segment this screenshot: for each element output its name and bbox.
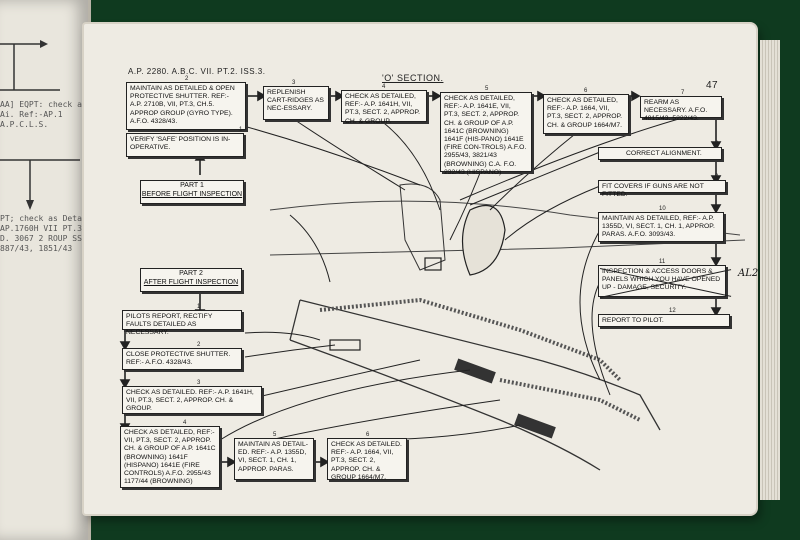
step-text: Maintain as detailed, Ref:- A.P. 1355D, … [602, 215, 715, 239]
part-1-label: PART 1 BEFORE FLIGHT INSPECTION [140, 180, 244, 204]
before-flight-step-6: 6 Check as detailed, Ref:- A.P. 1664, VI… [543, 88, 629, 134]
step-text: Correct alignment. [626, 150, 702, 157]
step-number: 3 [197, 380, 201, 386]
section-title: 'O' SECTION. [382, 73, 444, 83]
step-text: Close protective shutter. Ref:- A.F.O. 4… [126, 351, 231, 367]
before-flight-step-1: 1 Verify 'safe' position is in-operative… [126, 127, 244, 157]
step-text: Report to pilot. [602, 317, 664, 324]
after-flight-step-1: 1 Pilots report, rectify faults detailed… [122, 304, 242, 336]
step-number: 6 [366, 432, 370, 438]
step-text: Fit covers if guns are not fitted. [602, 183, 704, 199]
part-title: BEFORE FLIGHT INSPECTION [141, 191, 243, 198]
step-number: 1 [197, 304, 201, 310]
handwritten-annotation: AL2 [738, 268, 759, 279]
step-text: Check as detailed, Ref:- A.P. 1641H, VII… [345, 93, 421, 125]
step-text: Check as detailed, Ref:- A.P. 1664, VII,… [547, 97, 623, 129]
left-page: AA] EQPT: check as Ai. Ref:-AP.1 A.P.C.L… [0, 0, 91, 540]
step-number: 10 [659, 206, 666, 212]
step-text: Verify 'safe' position is in-operative. [130, 136, 231, 152]
step-number: 9 [715, 174, 719, 180]
step-number: 5 [273, 432, 277, 438]
before-flight-step-7: 7 Rearm as necessary. A.F.O. 4815/43. 52… [640, 90, 722, 122]
step-number: 3 [292, 80, 296, 86]
step-text: Maintain as detailed & open protective s… [130, 85, 235, 125]
left-page-lines [0, 40, 80, 210]
step-text: Check as detailed, Ref:- A.P. 1641E, VII… [444, 95, 527, 176]
step-number: 11 [659, 259, 666, 265]
step-number: 4 [183, 420, 187, 426]
before-flight-step-4: 4 Check as detailed, Ref:- A.P. 1641H, V… [341, 84, 427, 125]
left-page-text-1: AA] EQPT: check as Ai. Ref:-AP.1 A.P.C.L… [0, 100, 87, 129]
before-flight-step-9: 9 Fit covers if guns are not fitted. [598, 174, 726, 198]
part-title: AFTER FLIGHT INSPECTION [143, 279, 239, 286]
step-number: 6 [584, 88, 588, 94]
step-text: Rearm as necessary. A.F.O. 4815/43. 5222… [644, 99, 708, 123]
step-number: 2 [185, 76, 189, 82]
before-flight-step-2: 2 Maintain as detailed & open protective… [126, 76, 246, 130]
page-number: 47 [706, 80, 719, 91]
step-text: Pilots report, rectify faults detailed a… [126, 313, 213, 337]
before-flight-step-3: 3 Replenish cart-ridges as nec-essary. [263, 80, 329, 120]
after-flight-step-5: 5 Maintain as detail-ed. Ref:- A.P. 1355… [234, 432, 314, 480]
step-text: Check as detailed. Ref:- A.P. 1641H, VII… [126, 389, 254, 413]
before-flight-step-10: 10 Maintain as detailed, Ref:- A.P. 1355… [598, 206, 724, 242]
step-number: 2 [197, 342, 201, 348]
step-text: Maintain as detail-ed. Ref:- A.P. 1355D,… [238, 441, 308, 473]
after-flight-step-6: 6 Check as detailed. Ref:- A.P. 1664, VI… [327, 432, 407, 481]
part-number: PART 1 [180, 182, 204, 189]
part-2-label: PART 2 AFTER FLIGHT INSPECTION [140, 268, 242, 292]
before-flight-step-5: 5 Check as detailed, Ref:- A.P. 1641E, V… [440, 86, 532, 176]
step-number: 8 [715, 141, 719, 147]
step-number: 4 [382, 84, 386, 90]
step-number: 5 [485, 86, 489, 92]
page-edges [760, 40, 780, 500]
step-text: Check as detailed. Ref:- A.P. 1664, VII,… [331, 441, 402, 481]
step-number: 1 [239, 127, 243, 133]
step-text: Replenish cart-ridges as nec-essary. [267, 89, 324, 113]
before-flight-step-8: 8 Correct alignment. [598, 141, 722, 160]
before-flight-step-12: 12 Report to pilot. [598, 308, 730, 327]
after-flight-step-3: 3 Check as detailed. Ref:- A.P. 1641H, V… [122, 380, 262, 414]
step-number: 7 [681, 90, 685, 96]
left-page-text-2: PT; check as Detailed AP.1760H VII PT.3 … [0, 214, 88, 253]
step-text: Check as detailed, Ref:- VII, PT.3, Sect… [124, 429, 216, 486]
document-reference: A.P. 2280. A.B.C. VII. PT.2. ISS.3. [128, 67, 266, 76]
part-number: PART 2 [179, 270, 203, 277]
after-flight-step-4: 4 Check as detailed, Ref:- VII, PT.3, Se… [120, 420, 220, 488]
step-number: 12 [669, 308, 676, 314]
after-flight-step-2: 2 Close protective shutter. Ref:- A.F.O.… [122, 342, 242, 370]
